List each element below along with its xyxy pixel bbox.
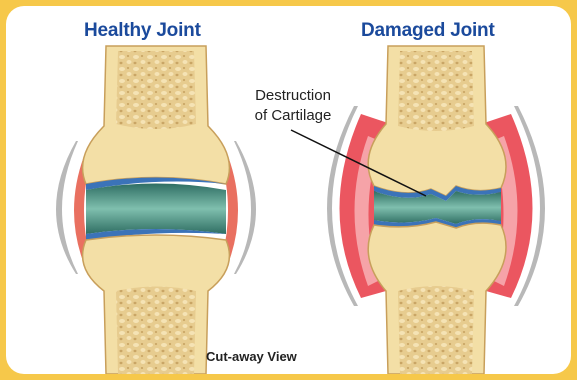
annotation-label-line1: Destruction [228,86,358,106]
damaged-joint-title: Damaged Joint [361,20,495,42]
damaged-joint [327,46,545,374]
healthy-joint-title: Healthy Joint [84,20,201,42]
joint-illustration [6,6,571,374]
healthy-joint [56,46,256,374]
annotation-label-line2: of Cartilage [228,106,358,126]
diagram-frame: Healthy Joint Damaged Joint Destruction … [6,6,571,374]
cutaway-caption: Cut-away View [206,349,297,364]
healthy-synovial-fluid [86,184,226,235]
